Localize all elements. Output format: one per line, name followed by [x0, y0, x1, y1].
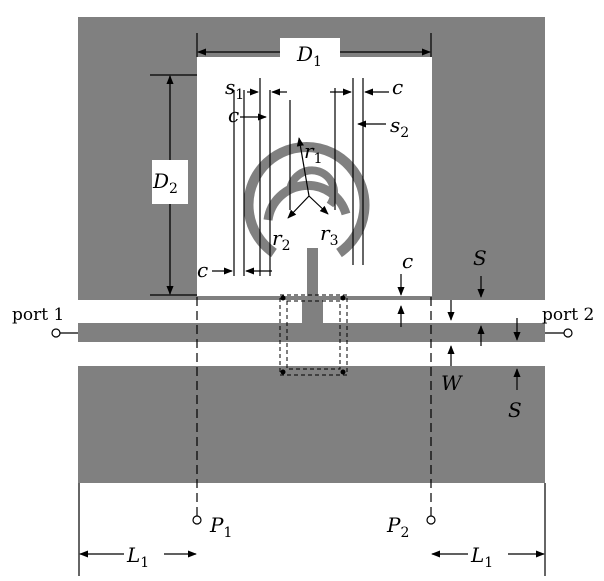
- extension-lines: [78, 33, 546, 576]
- label-c-top-right: c: [392, 75, 403, 99]
- label-w: W: [441, 371, 463, 395]
- spiral-resonator: [243, 142, 370, 323]
- label-d1: D1: [296, 42, 322, 70]
- port2-terminal: [563, 328, 573, 338]
- r2-arrow: [287, 195, 310, 219]
- via-box-inner: [286, 300, 341, 370]
- label-r2: r2: [272, 226, 290, 254]
- lower-ground-plane: [78, 366, 545, 483]
- upper-ground-plane: [78, 17, 545, 300]
- p1-marker: [192, 515, 202, 525]
- label-l1-left: L1: [126, 543, 149, 571]
- label-port1: port 1: [12, 305, 64, 325]
- signal-strip: [78, 323, 545, 342]
- label-s2: s2: [390, 113, 409, 141]
- label-d2: D2: [152, 169, 178, 197]
- p2-marker: [426, 515, 436, 525]
- via-box-outer: [279, 294, 348, 376]
- label-port2: port 2: [542, 305, 594, 325]
- via-corner-dots: [280, 295, 346, 375]
- label-p1: P1: [209, 513, 232, 541]
- r3-arrow: [308, 195, 329, 215]
- label-s-bottom: S: [508, 398, 522, 422]
- label-c-gap: c: [402, 249, 413, 273]
- label-l1-right: L1: [470, 543, 493, 571]
- label-r3: r3: [320, 221, 338, 249]
- label-s-top: S: [473, 246, 487, 270]
- label-r1: r1: [304, 139, 322, 167]
- label-c-top-left: c: [228, 103, 239, 127]
- label-s1: s1: [225, 75, 244, 103]
- label-p2: P2: [386, 513, 409, 541]
- port1-terminal: [51, 328, 61, 338]
- label-c-left: c: [197, 258, 208, 282]
- r1-arrow: [296, 137, 310, 197]
